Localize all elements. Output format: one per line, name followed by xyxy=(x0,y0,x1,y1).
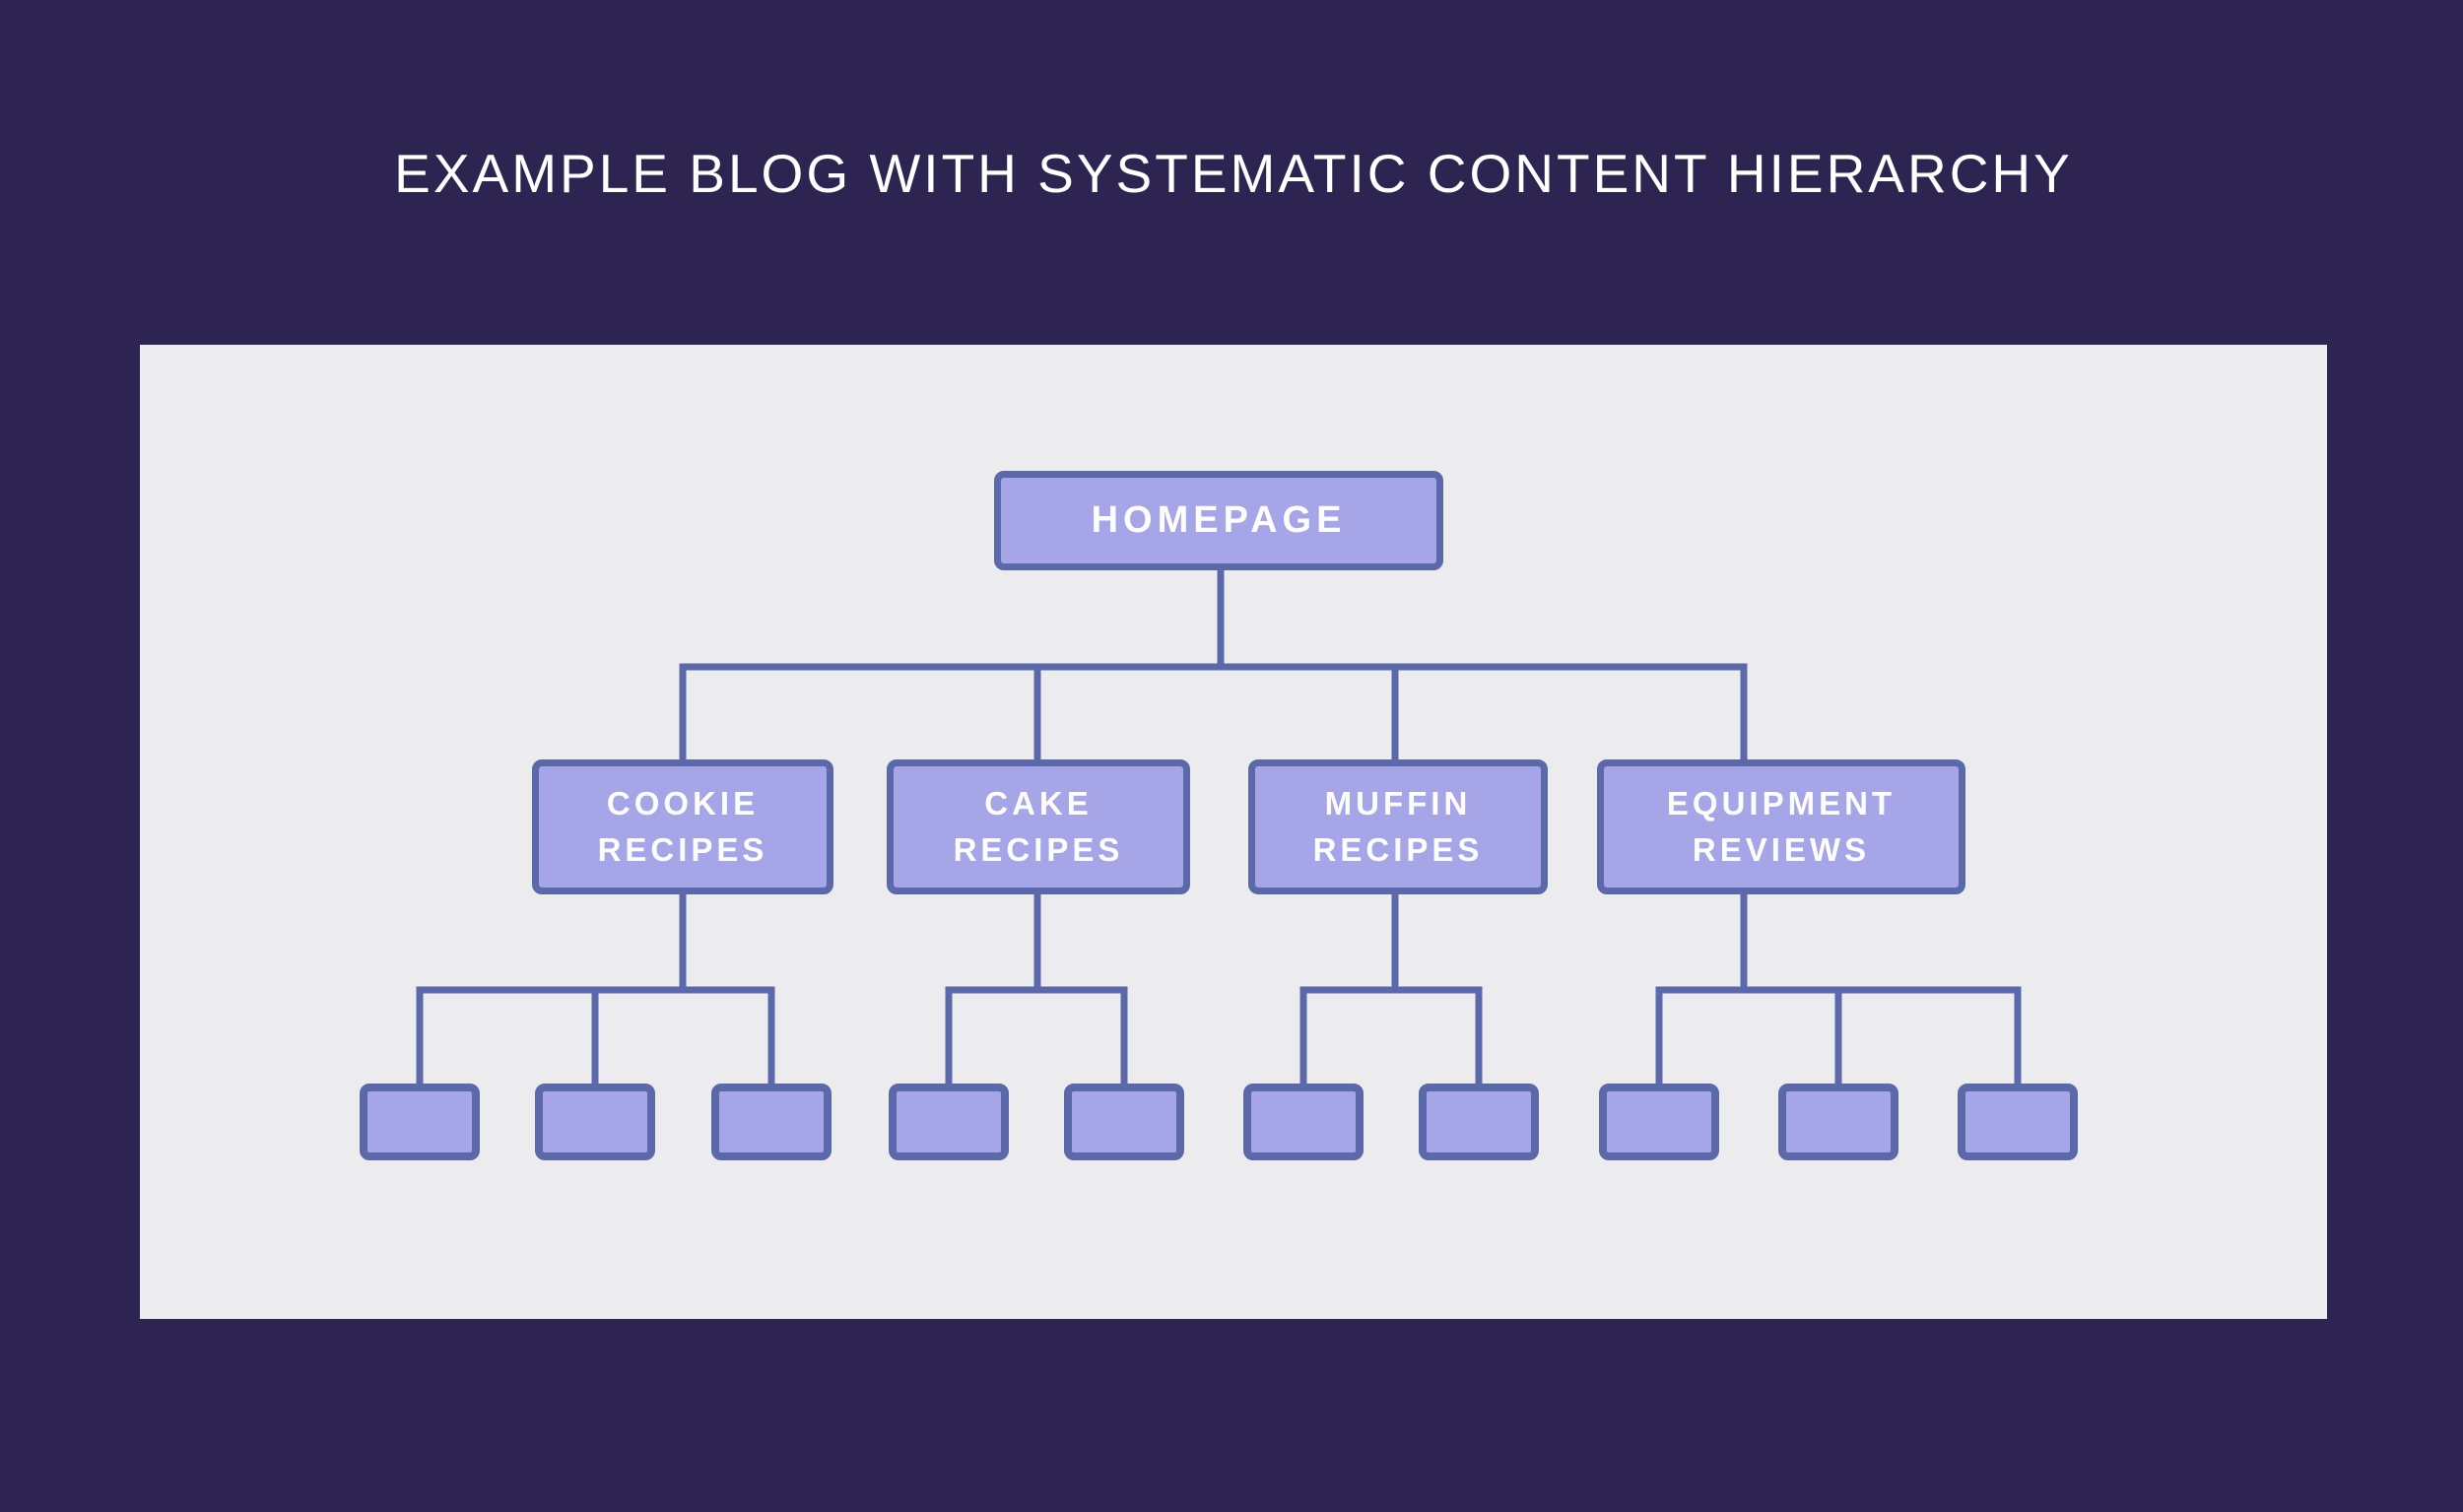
node-label: EQUIPMENT REVIEWS xyxy=(1666,785,1897,868)
leaf-box xyxy=(360,1084,480,1160)
leaf-box xyxy=(1599,1084,1719,1160)
leaf-box xyxy=(1243,1084,1364,1160)
connector-equipment-to-leaves xyxy=(1655,894,2022,1084)
node-label: COOKIE RECIPES xyxy=(597,785,768,868)
leaf-box xyxy=(535,1084,655,1160)
node-cake-recipes: CAKE RECIPES xyxy=(887,759,1190,894)
leaf-box xyxy=(1778,1084,1898,1160)
node-muffin-recipes: MUFFIN RECIPES xyxy=(1248,759,1548,894)
connector-cookie-to-leaves xyxy=(416,894,775,1084)
connector-root-to-level2 xyxy=(679,570,1748,759)
connector-muffin-to-leaves xyxy=(1299,894,1483,1084)
node-label: CAKE RECIPES xyxy=(953,785,1124,868)
diagram-title: EXAMPLE BLOG WITH SYSTEMATIC CONTENT HIE… xyxy=(394,143,2073,204)
leaf-box xyxy=(1958,1084,2078,1160)
leaf-box xyxy=(1419,1084,1539,1160)
diagram-panel: HOMEPAGE COOKIE RECIPES CAKE RECIPES MUF… xyxy=(140,345,2327,1319)
node-homepage: HOMEPAGE xyxy=(994,471,1443,570)
connector-lines xyxy=(416,570,2022,1084)
connector-cake-to-leaves xyxy=(945,894,1128,1084)
leaf-box xyxy=(1064,1084,1184,1160)
node-label: MUFFIN RECIPES xyxy=(1312,785,1484,868)
node-label: HOMEPAGE xyxy=(1091,498,1347,541)
leaf-box xyxy=(889,1084,1009,1160)
node-equipment-reviews: EQUIPMENT REVIEWS xyxy=(1597,759,1965,894)
node-cookie-recipes: COOKIE RECIPES xyxy=(532,759,833,894)
leaf-box xyxy=(711,1084,832,1160)
